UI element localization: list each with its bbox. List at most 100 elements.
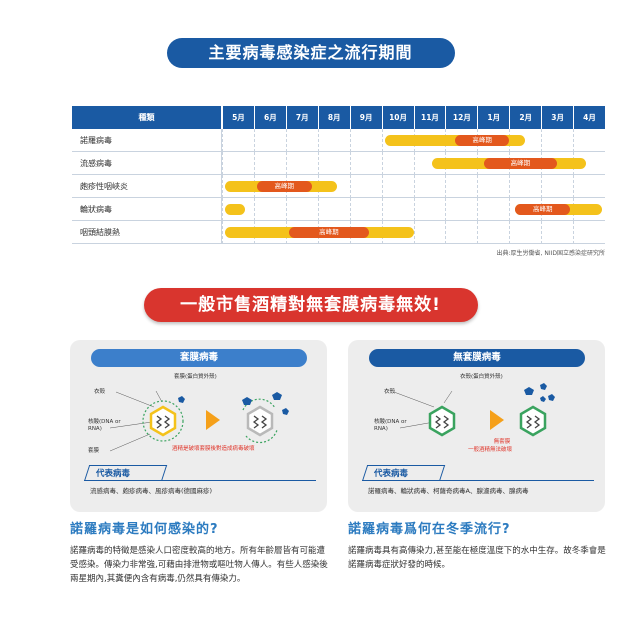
month-cell bbox=[445, 175, 477, 198]
card-header: 無套膜病毒 bbox=[369, 349, 585, 367]
representative-header: 代表病毒 bbox=[362, 465, 594, 481]
label-nucleic-acid: 核酸(DNA or RNA) bbox=[374, 419, 407, 432]
virus-name: 輪狀病毒 bbox=[72, 198, 222, 221]
month-cell bbox=[509, 198, 541, 221]
paragraph-how-infected: 諾羅病毒的特徵是感染人口密度較高的地方。所有年齡層皆有可能遭受感染。傳染力非常強… bbox=[70, 546, 328, 584]
question-why-winter: 諾羅病毒爲何在冬季流行? bbox=[348, 522, 511, 537]
title-epidemic-period: 主要病毒感染症之流行期間 bbox=[166, 38, 455, 68]
paragraph-why-winter: 諾羅病毒具有高傳染力,甚至能在極度溫度下的水中生存。故冬季會是諾羅病毒症狀好發的… bbox=[348, 546, 606, 570]
month-cell bbox=[573, 175, 605, 198]
month-cell bbox=[541, 129, 573, 152]
virus-name: 咽頭結膜熱 bbox=[72, 221, 222, 244]
label-capsid: 衣殻 bbox=[94, 389, 106, 395]
month-cell bbox=[222, 221, 254, 244]
title-alcohol-warning: 一般市售酒精對無套膜病毒無效! bbox=[143, 288, 478, 322]
schedule-header-type: 種類 bbox=[72, 106, 222, 129]
month-cell bbox=[541, 175, 573, 198]
representative-title: 代表病毒 bbox=[96, 469, 131, 479]
month-cell bbox=[381, 175, 414, 198]
month-cell bbox=[222, 175, 254, 198]
month-cell bbox=[222, 198, 254, 221]
peak-bar: 高峰期 bbox=[515, 204, 571, 215]
month-header-1: 5月 bbox=[222, 106, 254, 129]
representative-list: 流感病毒、皰疹病毒、風疹病毒(德國麻疹) bbox=[90, 487, 213, 495]
month-cell bbox=[222, 129, 254, 152]
label-nucleic-acid: 核酸(DNA or RNA) bbox=[88, 419, 121, 432]
source-note: 出典:厚生労働省, NIID国立感染症研究所 bbox=[496, 250, 605, 257]
schedule-row: 諾羅病毒 高峰期 bbox=[72, 129, 605, 152]
month-cell bbox=[253, 129, 286, 152]
month-header-12: 4月 bbox=[573, 106, 605, 129]
month-cell bbox=[509, 221, 541, 244]
alcohol-ineffective-note: 一般酒精無法破壞 bbox=[468, 447, 513, 453]
alcohol-effect-note: 酒精是破壞套膜後對造成病毒破壞 bbox=[172, 446, 255, 452]
question-how-infected: 諾羅病毒是如何感染的? bbox=[70, 522, 219, 537]
month-cell bbox=[317, 129, 350, 152]
month-cell bbox=[381, 152, 414, 175]
schedule-row: 流感病毒高峰期 bbox=[72, 152, 605, 175]
month-cell bbox=[477, 221, 509, 244]
month-cell bbox=[349, 152, 382, 175]
month-cell bbox=[285, 198, 318, 221]
month-cell bbox=[413, 221, 446, 244]
month-header-2: 6月 bbox=[253, 106, 286, 129]
month-cell bbox=[317, 198, 350, 221]
enveloped-virus-card: 套膜病毒 衣殻 套膜(蛋白質外殼) 核酸(DNA or RNA) 套膜 酒精是破… bbox=[70, 340, 327, 512]
month-cell bbox=[349, 129, 382, 152]
month-header-9: 1月 bbox=[477, 106, 509, 129]
representative-list: 諾羅病毒、輪狀病毒、柯薩奇病毒A、腺濾病毒、腺病毒 bbox=[368, 487, 529, 495]
card-header: 套膜病毒 bbox=[91, 349, 307, 367]
capsid-hexagon bbox=[428, 405, 456, 437]
month-header-8: 12月 bbox=[445, 106, 477, 129]
peak-bar: 高峰期 bbox=[454, 135, 510, 146]
enveloped-virus-diagram bbox=[109, 390, 289, 452]
schedule-row: 輪狀病毒 高峰期 bbox=[72, 198, 605, 221]
month-cell bbox=[413, 198, 446, 221]
representative-header: 代表病毒 bbox=[84, 465, 316, 481]
arrow-right-icon bbox=[206, 410, 220, 430]
peak-bar: 高峰期 bbox=[256, 181, 312, 192]
month-header-5: 9月 bbox=[349, 106, 382, 129]
virus-name: 皰疹性咽峽炎 bbox=[72, 175, 222, 198]
label-coat: 套膜 bbox=[88, 448, 100, 454]
schedule-row: 咽頭結膜熱 高峰期 bbox=[72, 221, 605, 244]
label-capsid: 衣殼 bbox=[384, 389, 396, 395]
label-envelope: 套膜(蛋白質外殼) bbox=[174, 374, 217, 380]
month-cell bbox=[381, 129, 414, 152]
month-cell bbox=[413, 175, 446, 198]
month-cell bbox=[253, 152, 286, 175]
virus-name: 諾羅病毒 bbox=[72, 129, 222, 152]
label-envelope: 衣殼(蛋白質外殼) bbox=[460, 374, 503, 380]
month-header-10: 2月 bbox=[509, 106, 541, 129]
month-cell bbox=[222, 152, 254, 175]
month-cell bbox=[573, 221, 605, 244]
peak-bar: 高峰期 bbox=[288, 227, 369, 238]
schedule-row: 皰疹性咽峽炎 高峰期 bbox=[72, 175, 605, 198]
capsid-hexagon bbox=[149, 405, 177, 437]
month-header-7: 11月 bbox=[413, 106, 446, 129]
month-cell bbox=[445, 221, 477, 244]
month-cell bbox=[477, 198, 509, 221]
month-cell bbox=[349, 198, 382, 221]
month-cell bbox=[253, 198, 286, 221]
month-header-3: 7月 bbox=[285, 106, 318, 129]
month-header-4: 8月 bbox=[317, 106, 350, 129]
month-cell bbox=[285, 129, 318, 152]
non-enveloped-virus-card: 無套膜病毒 衣殼 衣殼(蛋白質外殼) 核酸(DNA or RNA) 無套膜 一般… bbox=[348, 340, 605, 512]
month-cell bbox=[413, 152, 446, 175]
month-header-11: 3月 bbox=[541, 106, 573, 129]
non-enveloped-virus-diagram bbox=[393, 383, 555, 437]
virus-name: 流感病毒 bbox=[72, 152, 222, 175]
arrow-right-icon bbox=[490, 410, 504, 430]
month-cell bbox=[541, 221, 573, 244]
month-cell bbox=[477, 175, 509, 198]
month-cell bbox=[317, 152, 350, 175]
representative-title: 代表病毒 bbox=[374, 469, 409, 479]
no-envelope-note: 無套膜 bbox=[493, 439, 511, 445]
season-bar bbox=[225, 204, 245, 215]
month-cell bbox=[349, 175, 382, 198]
envelope-ring bbox=[142, 400, 184, 442]
nucleic-acid-icon bbox=[155, 415, 171, 429]
